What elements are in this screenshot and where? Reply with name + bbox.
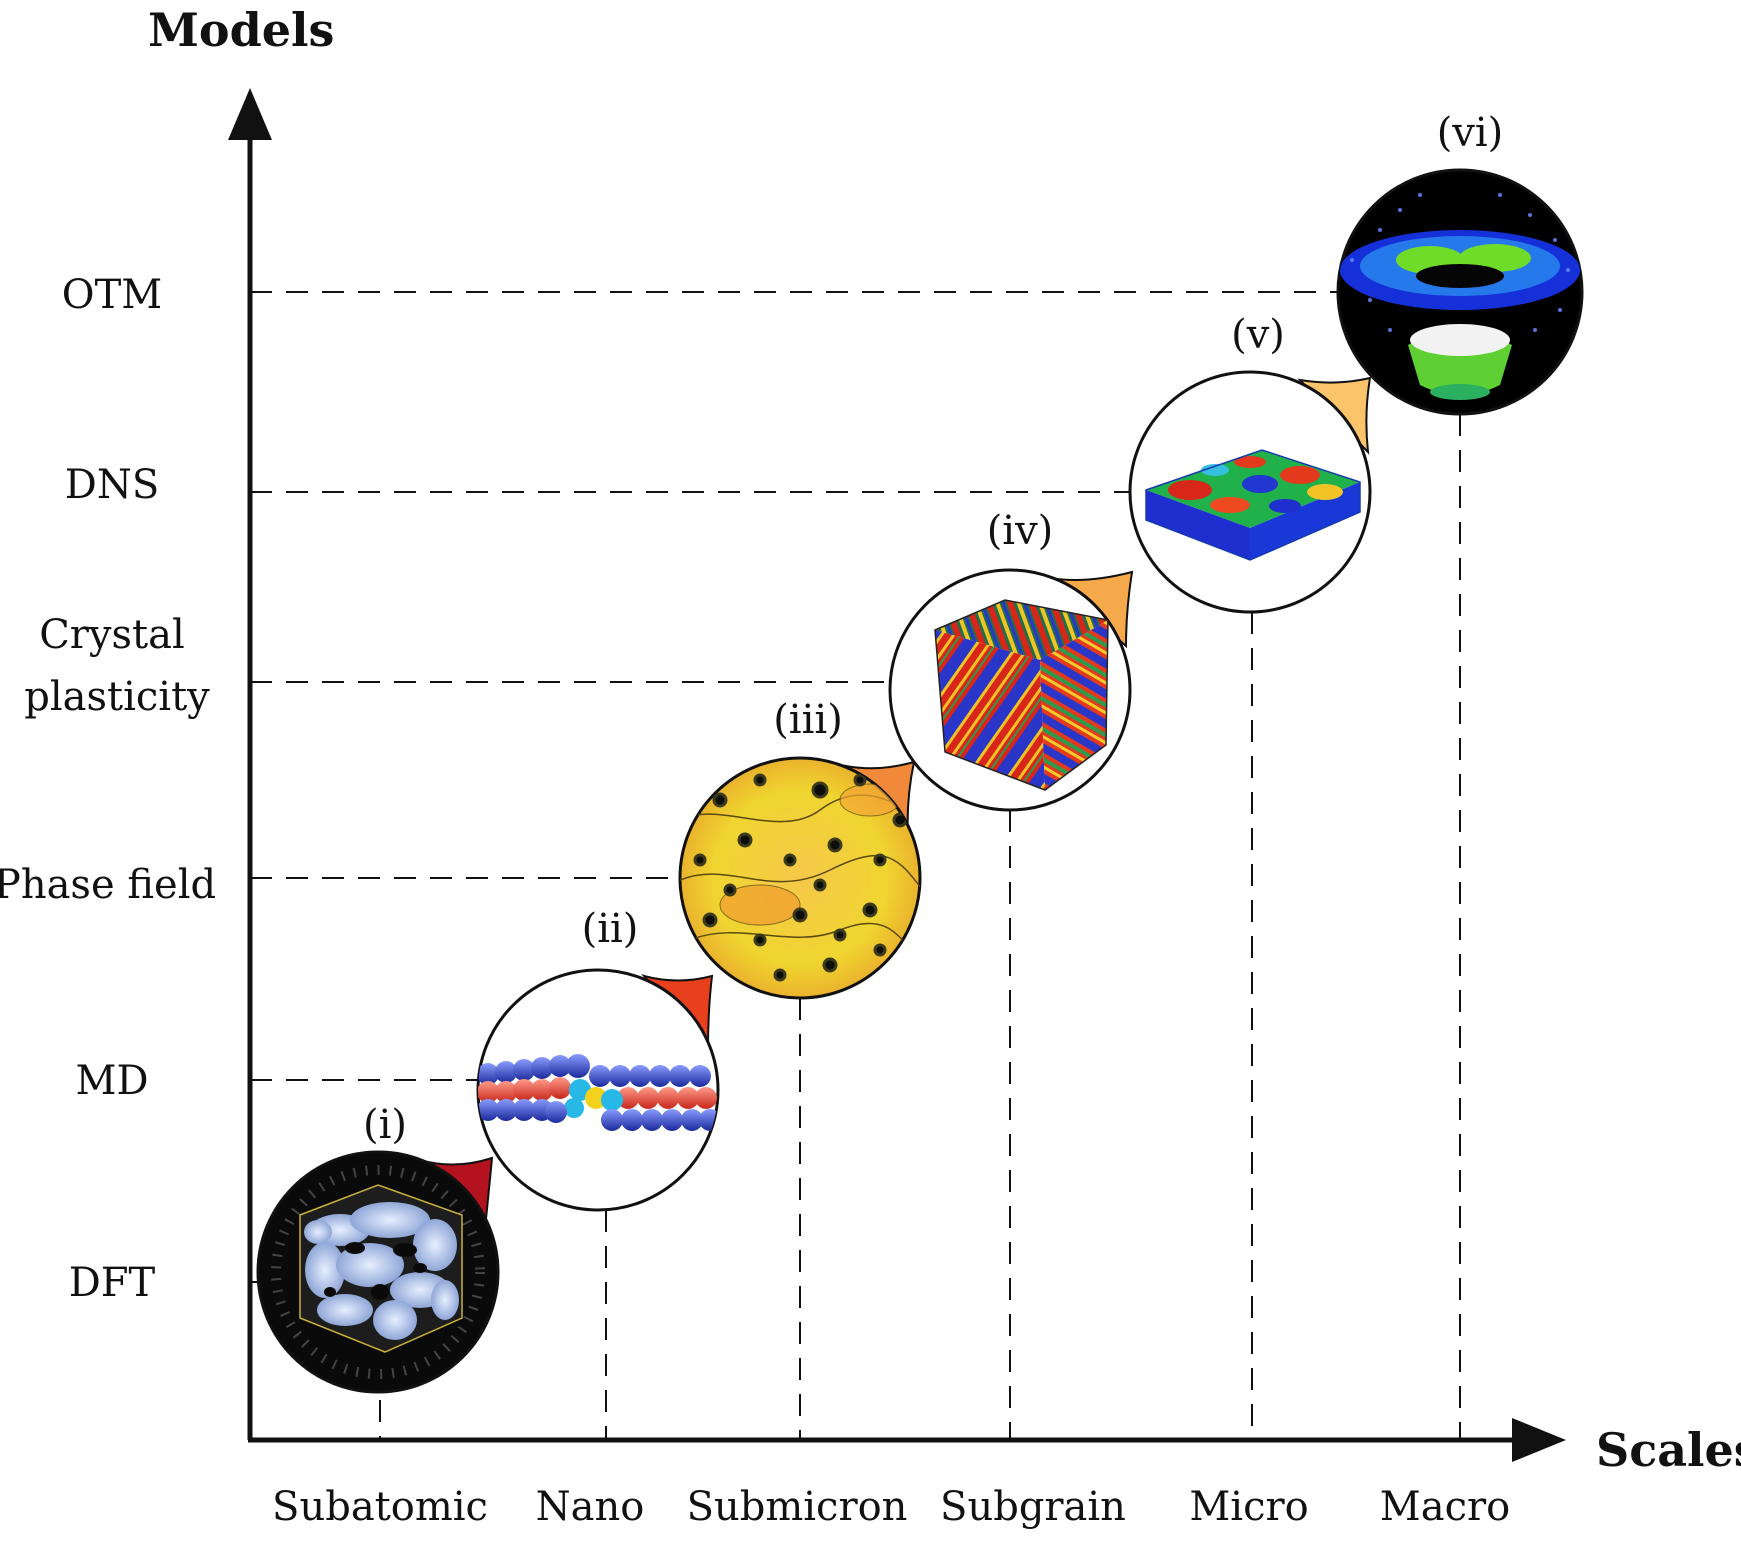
model-label-crystal: Crystal xyxy=(39,612,185,658)
model-label-phase-field: Phase field xyxy=(0,862,216,908)
vertical-guides xyxy=(379,414,1461,1440)
inset-phase-field: (iii) xyxy=(678,697,922,1000)
inset-tag-vi: (vi) xyxy=(1437,110,1504,156)
inset-otm: (vi) xyxy=(1336,110,1584,416)
model-label-otm: OTM xyxy=(62,272,162,318)
inset-md: (ii) xyxy=(476,906,720,1212)
inset-tag-v: (v) xyxy=(1231,312,1285,358)
scale-label-nano: Nano xyxy=(536,1484,645,1530)
model-label-plasticity: plasticity xyxy=(24,674,210,720)
y-axis-arrowhead xyxy=(228,88,272,140)
inset-tag-i: (i) xyxy=(363,1102,407,1148)
scale-label-micro: Micro xyxy=(1189,1484,1308,1530)
precipitates xyxy=(693,773,908,982)
scale-label-macro: Macro xyxy=(1380,1484,1510,1530)
x-axis-arrowhead xyxy=(1512,1418,1566,1462)
scale-label-subatomic: Subatomic xyxy=(272,1484,488,1530)
inset-dns: (v) xyxy=(1128,312,1372,614)
inset-dft: (i) xyxy=(256,1102,500,1394)
y-axis-title: Models xyxy=(148,3,334,57)
model-label-dns: DNS xyxy=(65,462,159,508)
model-label-md: MD xyxy=(75,1058,148,1104)
horizontal-guides xyxy=(250,291,1338,1081)
x-axis-title: Scales xyxy=(1596,1423,1741,1477)
atom-row-middle xyxy=(478,1077,717,1109)
scale-labels: Subatomic Nano Submicron Subgrain Micro … xyxy=(272,1484,1510,1530)
inset-tag-iv: (iv) xyxy=(987,508,1054,554)
inset-tag-iii: (iii) xyxy=(773,697,843,743)
scale-label-subgrain: Subgrain xyxy=(940,1484,1126,1530)
atom-row-top xyxy=(478,1054,711,1087)
model-labels: OTM DNS Crystal plasticity Phase field M… xyxy=(0,272,216,1306)
atom-row-bottom xyxy=(478,1099,718,1131)
inset-tag-ii: (ii) xyxy=(582,906,639,952)
inset-crystal-plasticity: (iv) xyxy=(888,508,1132,812)
axes xyxy=(228,88,1566,1462)
model-label-dft: DFT xyxy=(69,1260,156,1306)
y-ticks xyxy=(250,291,270,1283)
scale-label-submicron: Submicron xyxy=(687,1484,908,1530)
